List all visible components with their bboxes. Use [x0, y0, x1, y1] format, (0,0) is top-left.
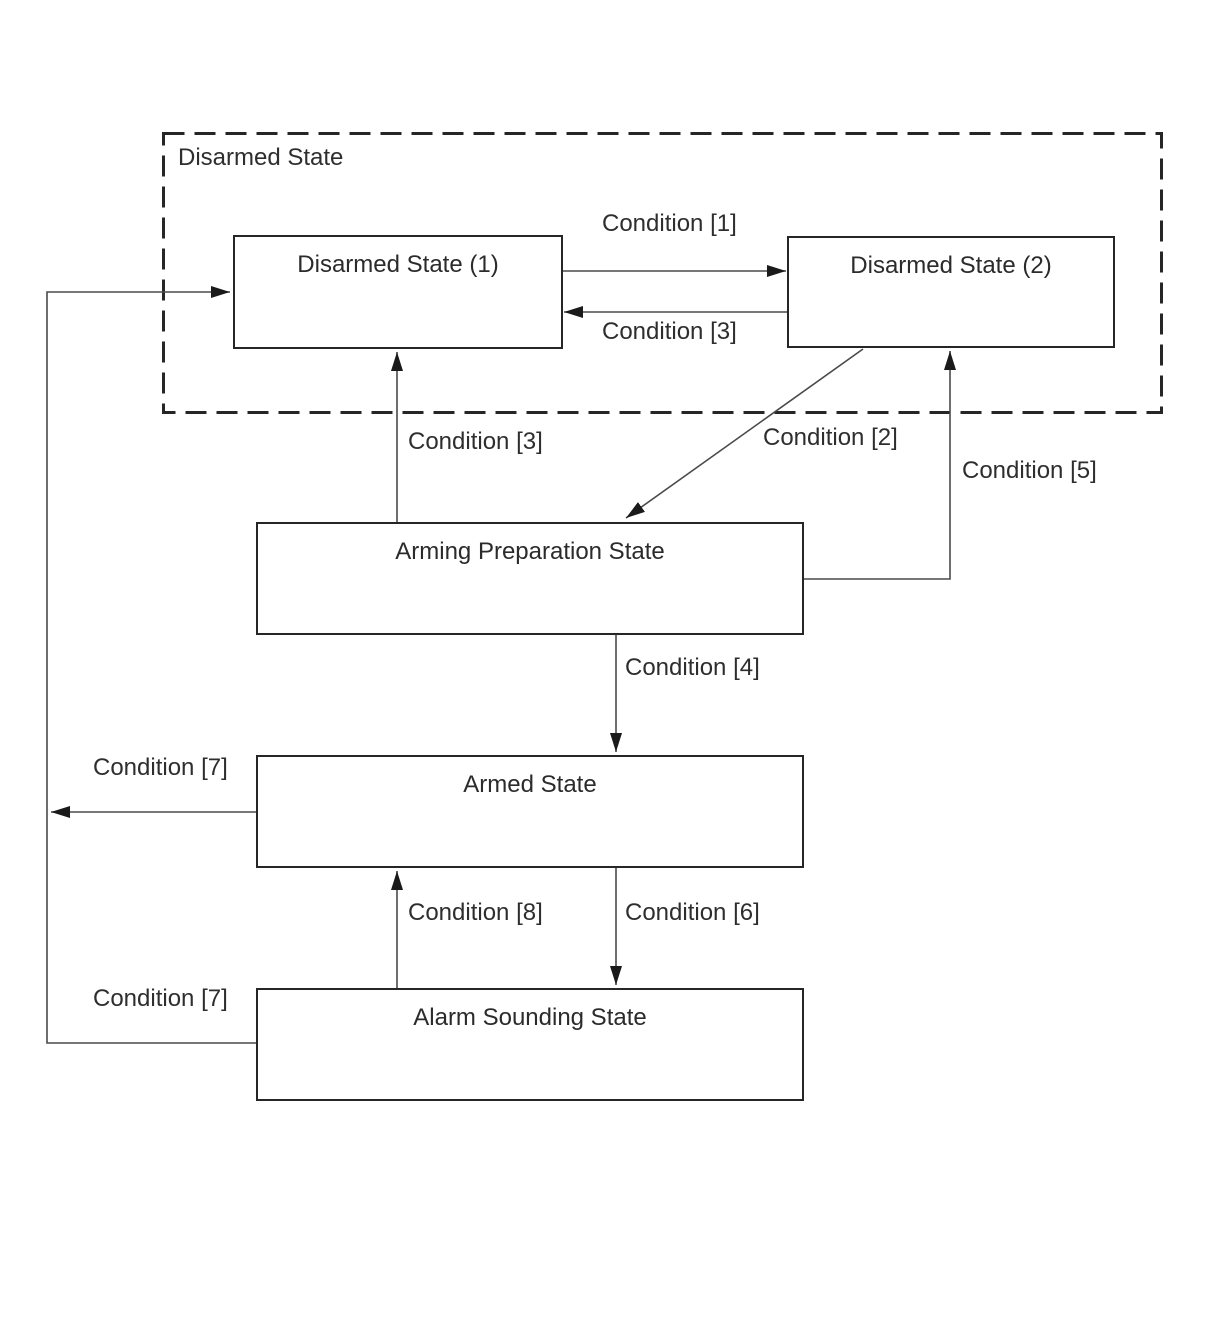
- edge-label-condition-8: Condition [8]: [408, 899, 543, 926]
- node-alarm-sounding-state: Alarm Sounding State: [256, 988, 804, 1101]
- node-disarmed-state-2: Disarmed State (2): [787, 236, 1115, 348]
- disarmed-state-group-outline: [162, 132, 1163, 414]
- edge-label-condition-3: Condition [3]: [602, 318, 737, 345]
- edge-label-condition-4: Condition [4]: [625, 654, 760, 681]
- disarmed-state-group-label: Disarmed State: [178, 144, 344, 171]
- edge-label-condition-1: Condition [1]: [602, 210, 737, 237]
- node-armed-state: Armed State: [256, 755, 804, 868]
- edge-label-condition-5: Condition [5]: [962, 457, 1097, 484]
- node-disarmed-state-1: Disarmed State (1): [233, 235, 563, 349]
- edge-label-condition-7-alarm: Condition [7]: [93, 985, 228, 1012]
- edge-condition-5-arrow: [804, 351, 956, 580]
- node-arming-preparation-state: Arming Preparation State: [256, 522, 804, 635]
- edge-condition-2-arrow: [625, 348, 864, 519]
- edge-condition-7-alarm-arrow: [46, 286, 256, 1044]
- edge-label-condition-7-armed: Condition [7]: [93, 754, 228, 781]
- edge-label-condition-6: Condition [6]: [625, 899, 760, 926]
- edge-label-condition-2: Condition [2]: [763, 424, 898, 451]
- edge-label-condition-3b: Condition [3]: [408, 428, 543, 455]
